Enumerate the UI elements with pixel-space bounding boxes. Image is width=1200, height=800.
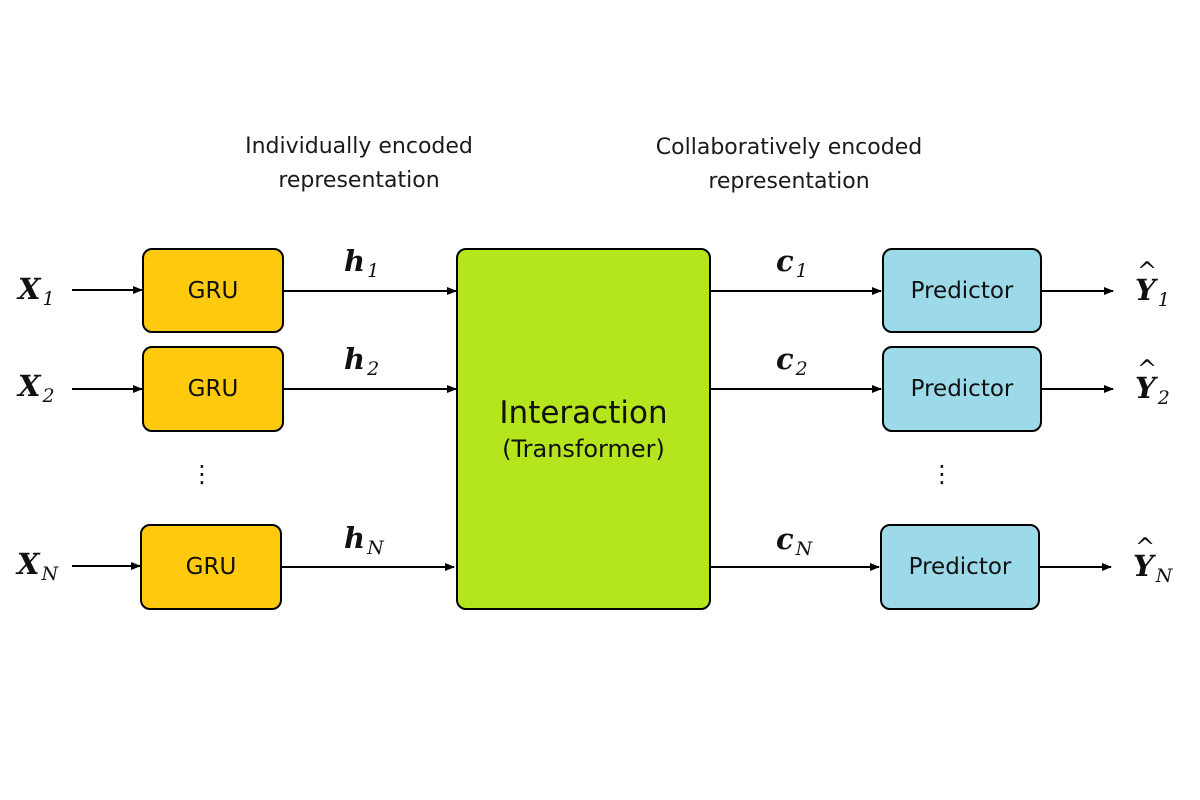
gru-label: GRU <box>187 376 239 402</box>
hidden-base: h <box>344 244 366 278</box>
hat-symbol: ^ <box>1135 533 1156 561</box>
header-line: representation <box>278 168 440 193</box>
interaction-box: Interaction (Transformer) <box>456 248 711 610</box>
output-sub: 1 <box>1157 289 1170 311</box>
output-base: Y <box>1135 371 1156 405</box>
hat-symbol: ^ <box>1137 257 1158 285</box>
hat-symbol: ^ <box>1137 355 1158 383</box>
predictor-label: Predictor <box>910 376 1014 402</box>
collab-base: c <box>776 522 794 556</box>
hidden-base: h <box>344 521 366 555</box>
input-sub: 2 <box>42 385 55 407</box>
predictor-box-n: Predictor <box>880 524 1040 610</box>
collab-sub: N <box>795 538 813 560</box>
gru-box-2: GRU <box>142 346 284 432</box>
gru-ellipsis: ⋮ <box>190 460 214 488</box>
gru-label: GRU <box>187 277 239 304</box>
header-line: representation <box>708 169 870 194</box>
output-sub: 2 <box>1157 387 1170 409</box>
output-base: Y <box>1135 273 1156 307</box>
predictor-box-1: Predictor <box>882 248 1042 333</box>
header-line: Individually encoded <box>245 134 473 159</box>
collab-base: c <box>776 244 794 278</box>
gru-label: GRU <box>185 554 237 580</box>
hidden-base: h <box>344 342 366 376</box>
predictor-box-2: Predictor <box>882 346 1042 432</box>
input-sub: 1 <box>42 288 55 310</box>
collab-base: c <box>776 342 794 376</box>
input-sub: N <box>41 563 59 585</box>
hidden-sub: 1 <box>367 260 380 282</box>
input-base: X <box>17 547 40 581</box>
predictor-label: Predictor <box>910 277 1014 304</box>
individual-encoding-header: Individually encoded representation <box>229 130 489 198</box>
predictor-label: Predictor <box>908 554 1012 580</box>
input-base: X <box>18 272 41 306</box>
gru-box-n: GRU <box>140 524 282 610</box>
collab-sub: 1 <box>795 260 808 282</box>
interaction-title: Interaction <box>499 395 668 431</box>
collab-sub: 2 <box>795 358 808 380</box>
input-base: X <box>18 369 41 403</box>
gru-box-1: GRU <box>142 248 284 333</box>
header-line: Collaboratively encoded <box>655 135 923 160</box>
hidden-sub: N <box>367 537 384 559</box>
collaborative-encoding-header: Collaboratively encoded representation <box>640 131 938 199</box>
interaction-subtitle: (Transformer) <box>502 435 665 463</box>
hidden-sub: 2 <box>367 358 380 380</box>
output-sub: N <box>1155 565 1173 587</box>
predictor-ellipsis: ⋮ <box>930 460 954 488</box>
output-base: Y <box>1133 549 1154 583</box>
